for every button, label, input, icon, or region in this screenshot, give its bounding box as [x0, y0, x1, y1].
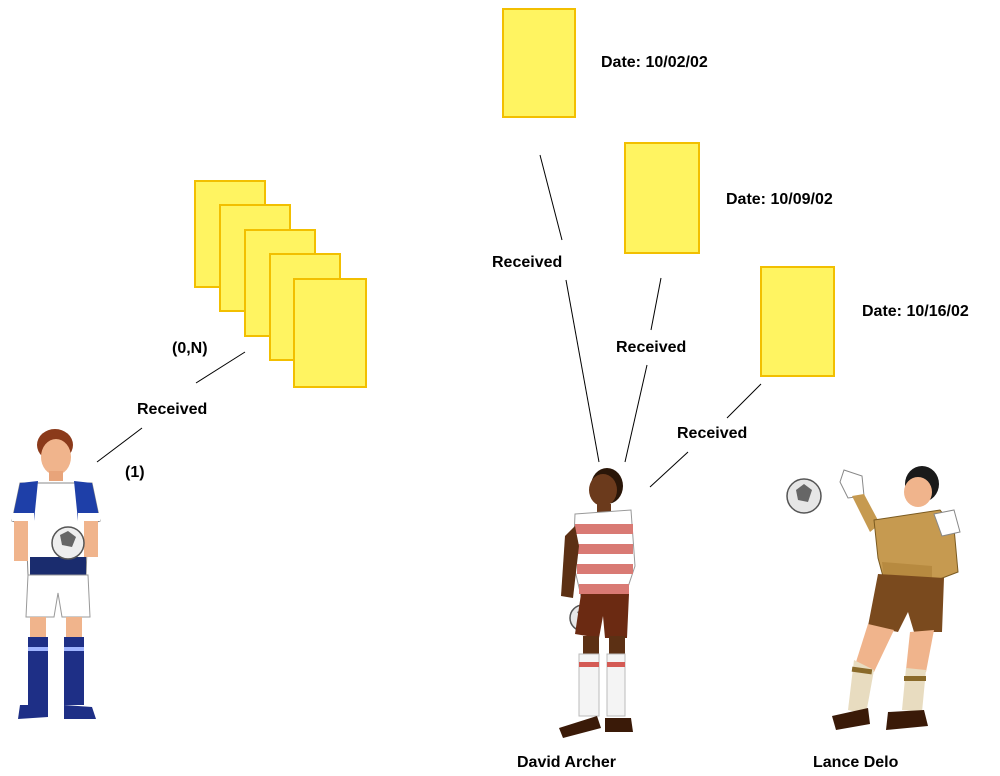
left-received-label: Received — [137, 401, 208, 418]
yellow-card-3 — [760, 266, 835, 377]
card1-date-label: Date: 10/02/02 — [601, 54, 708, 71]
card1-received-label: Received — [492, 254, 563, 271]
soccer-player-left-illustration — [11, 429, 101, 719]
card3-date-label: Date: 10/16/02 — [862, 303, 969, 320]
yellow-card-stack-5 — [293, 278, 367, 388]
card2-received-line-upper — [650, 277, 662, 331]
left-received-line-lower — [96, 427, 143, 463]
card1-received-line-upper — [539, 154, 563, 241]
player-name-david: David Archer — [517, 754, 616, 771]
card3-received-line-upper — [726, 383, 762, 419]
yellow-card-2 — [624, 142, 700, 254]
card2-received-label: Received — [616, 339, 687, 356]
card3-received-label: Received — [677, 425, 748, 442]
card3-received-line-lower — [649, 451, 689, 488]
yellow-card-1 — [502, 8, 576, 118]
card2-received-line-lower — [624, 364, 648, 463]
soccer-player-david-illustration — [559, 468, 636, 738]
card2-date-label: Date: 10/09/02 — [726, 191, 833, 208]
soccer-player-lance-illustration — [786, 466, 961, 730]
player-name-lance: Lance Delo — [813, 754, 899, 771]
multiplicity-one-label: (1) — [125, 464, 145, 481]
left-received-line-upper — [195, 351, 246, 384]
multiplicity-many-label: (0,N) — [172, 340, 208, 357]
card1-received-line-lower — [565, 279, 600, 463]
